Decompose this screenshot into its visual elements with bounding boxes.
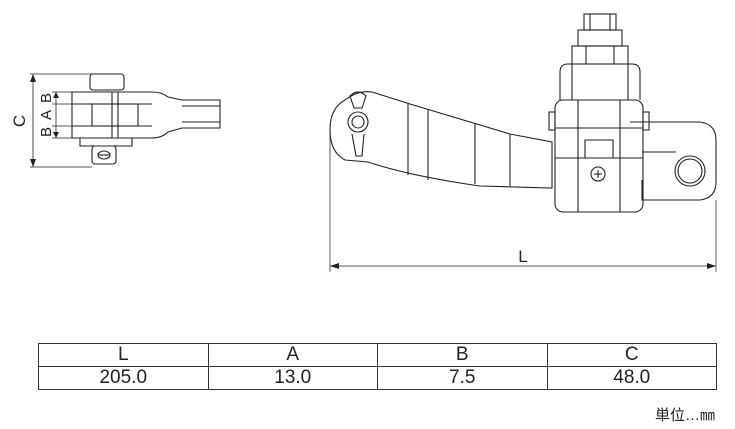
- table-cell: 205.0: [38, 366, 209, 390]
- table-header-cell: B: [377, 343, 548, 367]
- dim-label-c: C: [10, 115, 29, 127]
- dim-label-b-top: B: [38, 93, 55, 103]
- front-view-drawing: [329, 13, 717, 272]
- table-cell: 13.0: [207, 366, 378, 390]
- table-row: 205.0 13.0 7.5 48.0: [38, 366, 717, 390]
- unit-note: 単位…㎜: [654, 407, 715, 424]
- dim-label-l: L: [518, 247, 527, 266]
- table-cell: 7.5: [377, 366, 548, 390]
- table-cell: 48.0: [546, 366, 717, 390]
- side-view-drawing: [30, 73, 221, 168]
- table-header-cell: C: [546, 343, 717, 367]
- technical-drawing: C B A B L: [10, 13, 717, 272]
- table-header-row: L A B C: [38, 343, 717, 367]
- dim-label-a: A: [38, 110, 55, 120]
- table-header-cell: L: [38, 343, 209, 367]
- dim-label-b-bottom: B: [38, 127, 55, 137]
- table-header-cell: A: [207, 343, 378, 367]
- dimension-table: L A B C 205.0 13.0 7.5 48.0: [38, 343, 717, 390]
